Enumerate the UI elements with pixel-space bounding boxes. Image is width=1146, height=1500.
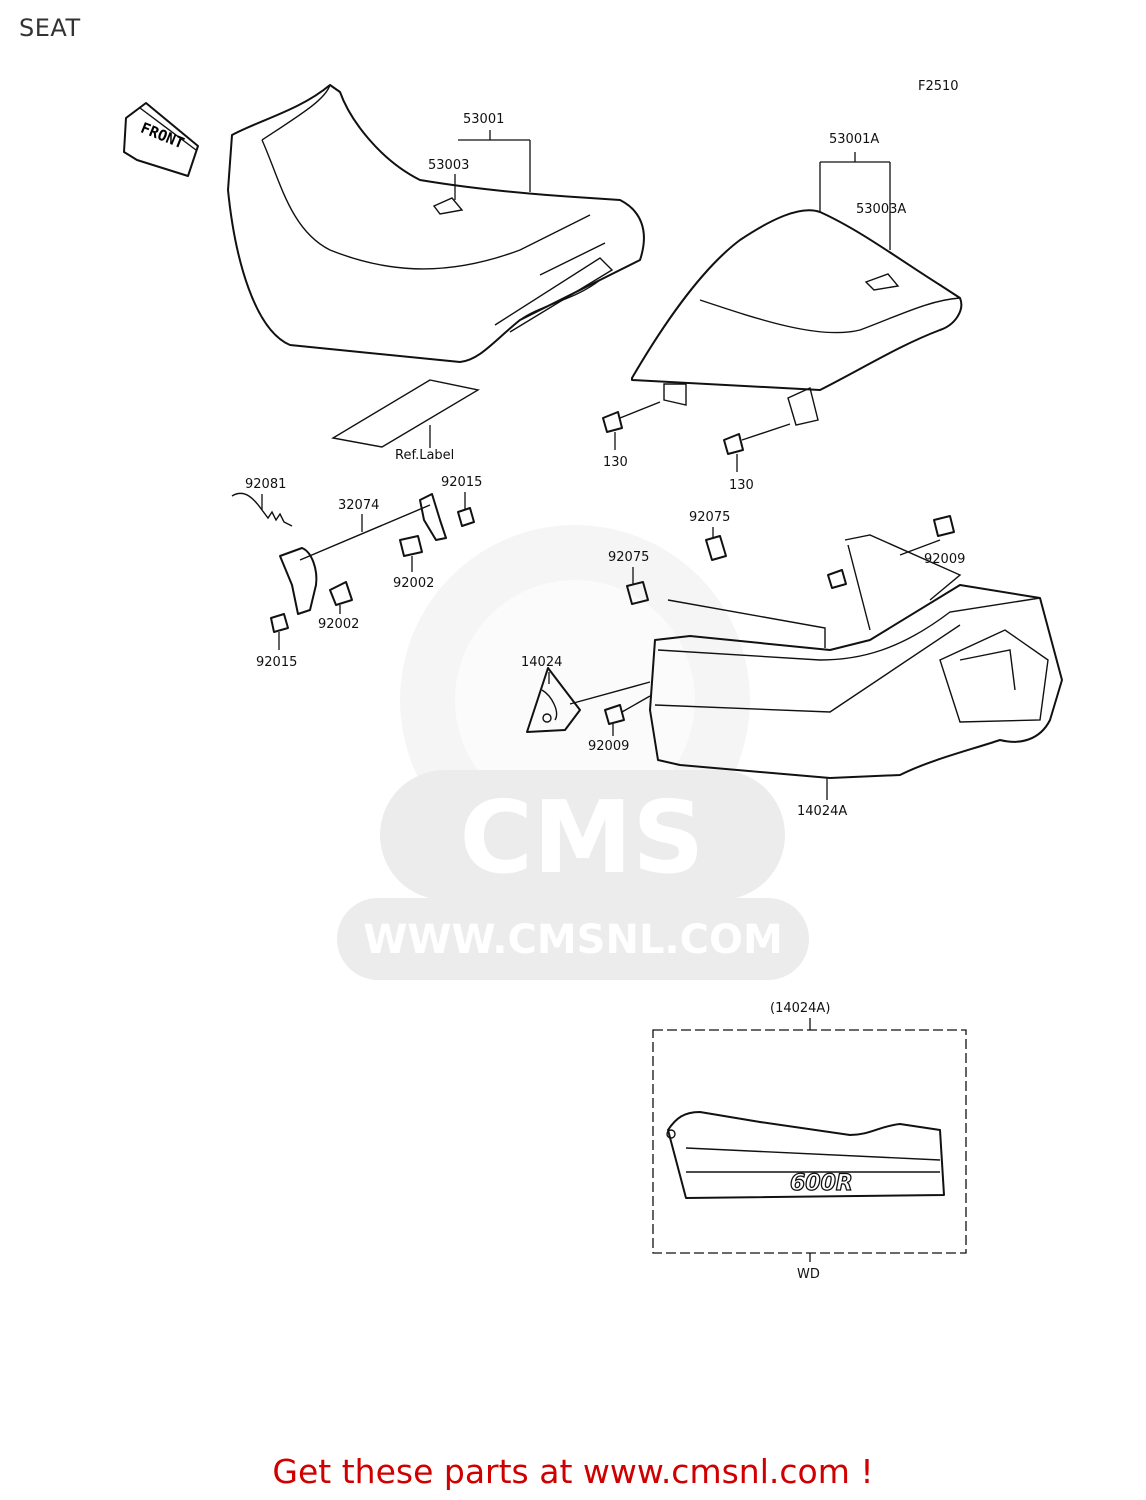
watermark-cms-badge — [380, 770, 785, 900]
callout-53003: 53003 — [428, 158, 469, 173]
tail-cover — [649, 534, 1063, 779]
callout-53001: 53001 — [463, 112, 504, 127]
inset-variant-box: (14024A) 600R WD — [652, 1001, 967, 1282]
callout-92075-b: 92075 — [608, 550, 649, 565]
front-arrow-icon: FRONT — [123, 102, 199, 177]
callout-14024a: 14024A — [797, 804, 847, 819]
seat-lock-assembly — [231, 492, 475, 633]
inset-variant-label: WD — [797, 1267, 820, 1282]
bolt-92009-a — [899, 515, 955, 556]
page-title: SEAT — [19, 14, 81, 42]
callout-130-b: 130 — [729, 478, 754, 493]
figure-code: F2510 — [918, 79, 959, 94]
watermark-url-badge — [337, 898, 809, 980]
ref-label-text: Ref.Label — [395, 448, 454, 463]
inset-frame — [652, 1029, 967, 1254]
callout-92009-b: 92009 — [588, 739, 629, 754]
callout-92009-a: 92009 — [924, 552, 965, 567]
callout-130-a: 130 — [603, 455, 628, 470]
front-label: FRONT — [138, 119, 187, 153]
callout-92002-b: 92002 — [318, 617, 359, 632]
front-seat — [227, 84, 645, 363]
inset-model-logo: 600R — [790, 1171, 853, 1196]
cms-watermark: CMS WWW.CMSNL.COM — [337, 525, 809, 980]
bolt-92009-b — [604, 695, 651, 725]
callout-92075-a: 92075 — [689, 510, 730, 525]
callout-92081: 92081 — [245, 477, 286, 492]
callout-53003a: 53003A — [856, 202, 906, 217]
bracket-14024 — [526, 667, 651, 733]
callout-92002-a: 92002 — [393, 576, 434, 591]
clip-92075-a — [705, 535, 727, 561]
callout-92015-b: 92015 — [256, 655, 297, 670]
bolt-130-a — [602, 401, 661, 433]
bolt-130-b — [723, 423, 791, 455]
inset-tail-cover — [667, 1111, 945, 1199]
watermark-url: WWW.CMSNL.COM — [363, 917, 783, 963]
rear-seat — [631, 209, 963, 426]
callout-32074: 32074 — [338, 498, 379, 513]
callout-92015-a: 92015 — [441, 475, 482, 490]
ref-label-sticker: Ref.Label — [331, 379, 480, 463]
callout-53001a: 53001A — [829, 132, 879, 147]
callout-14024: 14024 — [521, 655, 562, 670]
clip-92075-b — [626, 581, 649, 605]
footer-link[interactable]: Get these parts at www.cmsnl.com ! — [272, 1452, 874, 1491]
inset-ref-label: (14024A) — [770, 1001, 830, 1016]
watermark-brand: CMS — [460, 779, 705, 896]
